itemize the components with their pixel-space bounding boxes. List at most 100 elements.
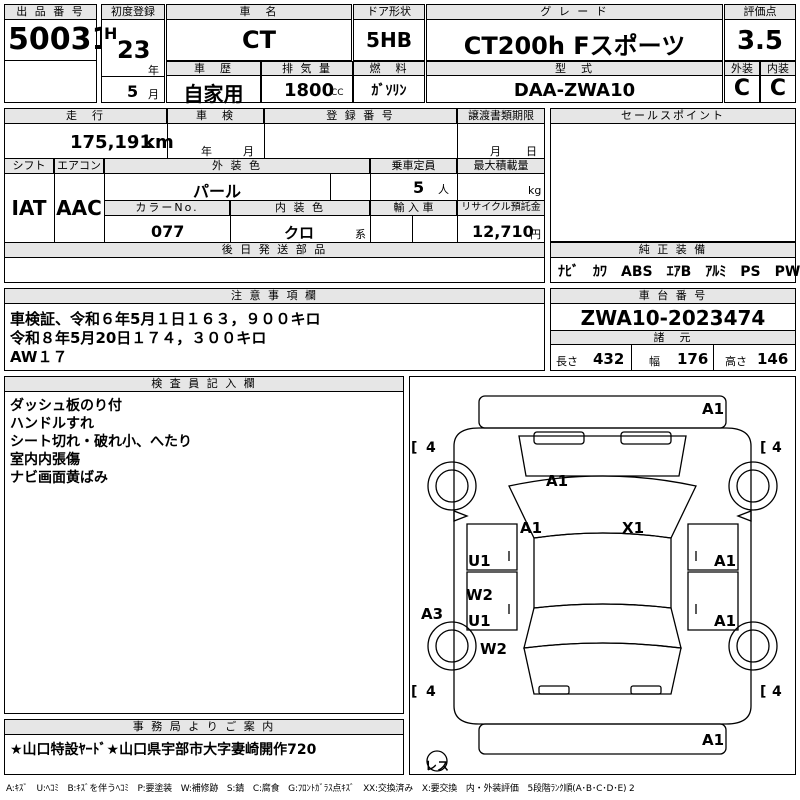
- inspector-line-5: ナビ画面黄ばみ: [10, 470, 108, 486]
- mark-rear: A1: [702, 731, 725, 749]
- inspector-label: 検 査 員 記 入 欄: [4, 376, 404, 392]
- tire-fr-open: [: [760, 440, 767, 456]
- length: 432: [593, 350, 625, 368]
- office-text: ★山口特設ﾔｰﾄﾞ★山口県宇部市大字妻崎開作720: [10, 742, 317, 758]
- tire-rl: 4: [426, 684, 436, 700]
- model-label: 型 式: [426, 61, 723, 76]
- mark-front-right: A1: [702, 400, 725, 418]
- transfer-label: 譲渡書類期限: [457, 108, 545, 124]
- reg-year-unit: 年: [148, 64, 159, 77]
- load-label: 最大積載量: [457, 158, 545, 174]
- intcolor-unit: 系: [355, 228, 366, 241]
- exterior-color: パール: [193, 182, 242, 201]
- model-code: DAA-ZWA10: [513, 80, 636, 101]
- mark-windshield-right: X1: [622, 519, 645, 537]
- colorno-label: カラーNo.: [104, 200, 230, 216]
- equipment-items: ﾅﾋﾞ ｶﾜ ABS ｴｱB ｱﾙﾐ PS PW: [558, 264, 800, 280]
- disp-label: 排 気 量: [261, 61, 353, 76]
- door-label: ドア形状: [353, 4, 425, 20]
- spec-label: 諸 元: [550, 330, 796, 345]
- reg-label: 初度登録: [101, 4, 165, 20]
- ext-grade: C: [733, 76, 751, 101]
- height-label: 高さ: [725, 355, 747, 368]
- history-label: 車 歴: [166, 61, 261, 76]
- inspect-year-unit: 年: [201, 145, 212, 158]
- seats: 5: [413, 178, 425, 197]
- transfer-month-unit: 月: [490, 145, 501, 158]
- tire-rr: 4: [772, 684, 782, 700]
- mileage-label: 走 行: [4, 108, 167, 124]
- inspector-box: [4, 376, 404, 714]
- sales-point-box: [550, 108, 796, 242]
- mark-left-quarter: A3: [421, 605, 444, 623]
- width-label: 幅: [649, 355, 660, 368]
- score: 3.5: [736, 26, 784, 56]
- load-unit: kg: [528, 184, 542, 197]
- tire-rl-open: [: [411, 684, 418, 700]
- ext-label: 外装: [724, 61, 760, 76]
- transfer-day-unit: 日: [526, 145, 537, 158]
- inspector-line-4: 室内内張傷: [10, 452, 80, 468]
- chassis-number: ZWA10-2023474: [580, 306, 766, 330]
- import-label: 輸 入 車: [370, 200, 457, 216]
- interior-color: クロ: [284, 224, 315, 242]
- color-label: 外 装 色: [104, 158, 370, 174]
- equipment-label: 純 正 装 備: [550, 242, 796, 258]
- lot-label: 出 品 番 号: [4, 4, 97, 20]
- notes-line-1: 車検証、令和６年5月１日１６３，９００キロ: [10, 310, 321, 328]
- sales-point-label: セールスポイント: [550, 108, 796, 124]
- inspect-month-unit: 月: [243, 145, 254, 158]
- history: 自家用: [183, 82, 244, 106]
- registration-box: [101, 4, 165, 103]
- door-type: 5HB: [366, 28, 412, 52]
- disp-unit: CC: [331, 88, 344, 98]
- mark-hood: A1: [546, 472, 569, 490]
- grade: CT200h Fスポーツ: [463, 32, 686, 60]
- mark-windshield-left: A1: [520, 519, 543, 537]
- inspector-line-1: ダッシュ板のり付: [10, 398, 122, 414]
- notes-label: 注 意 事 項 欄: [4, 288, 545, 304]
- intcolor-label: 内 装 色: [230, 200, 370, 216]
- score-label: 評価点: [724, 4, 796, 20]
- later-parts-label: 後 日 発 送 部 品: [4, 242, 545, 258]
- tire-fl-open: [: [411, 440, 418, 456]
- reg-month-unit: 月: [148, 88, 159, 101]
- lot-box: [4, 4, 97, 103]
- tire-rr-open: [: [760, 684, 767, 700]
- mark-right-front-door: A1: [714, 552, 737, 570]
- mileage: 175,191: [70, 132, 152, 153]
- inspector-line-2: ハンドルすれ: [10, 416, 94, 432]
- mileage-unit: km: [143, 132, 174, 153]
- lot-number: 50031: [8, 22, 113, 57]
- fuel: ｶﾞｿﾘﾝ: [371, 83, 407, 99]
- tire-fl: 4: [426, 440, 436, 456]
- chassis-label: 車 台 番 号: [550, 288, 796, 304]
- recycle-fee: 12,710: [472, 222, 534, 241]
- reg-era: H: [104, 24, 118, 43]
- damage-diagram-box: [409, 376, 796, 775]
- displacement: 1800: [284, 80, 335, 101]
- seats-label: 乗車定員: [370, 158, 457, 174]
- legend: A:ｷｽﾞ U:ﾍｺﾐ B:ｷｽﾞを伴うﾍｺﾐ P:要塗装 W:補修跡 S:錆 …: [6, 784, 635, 794]
- height: 146: [757, 350, 789, 368]
- reg-month: 5: [127, 82, 139, 101]
- car-name: CT: [242, 26, 276, 54]
- car-name-label: 車 名: [166, 4, 352, 20]
- spare-tire: レス: [425, 759, 450, 773]
- inspector-line-3: シート切れ・破れ小、へたり: [10, 434, 192, 450]
- mark-left-rear-w2b: W2: [480, 640, 507, 658]
- grade-label: グ レ ー ド: [426, 4, 723, 20]
- color-number: 077: [151, 222, 185, 241]
- tire-fr: 4: [772, 440, 782, 456]
- mark-right-rear-door: A1: [714, 612, 737, 630]
- notes-line-2: 令和８年5月20日１７４，３００キロ: [10, 329, 267, 347]
- mark-left-rear-w2: W2: [466, 586, 493, 604]
- shift-label: シフト: [4, 158, 54, 174]
- recycle-label: リサイクル預託金: [457, 200, 545, 216]
- recycle-unit: 円: [530, 228, 541, 241]
- mark-left-rear-u1: U1: [468, 612, 491, 630]
- width: 176: [677, 350, 709, 368]
- office-label: 事 務 局 よ り ご 案 内: [4, 719, 404, 735]
- int-label: 内装: [760, 61, 796, 76]
- regno-label: 登 録 番 号: [264, 108, 457, 124]
